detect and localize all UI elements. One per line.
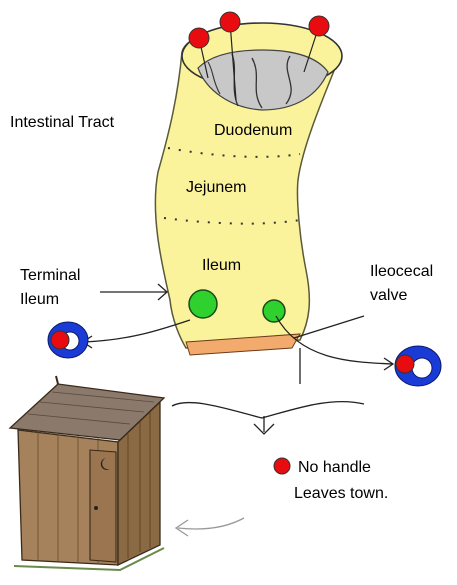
red-dot-icon <box>189 28 209 48</box>
label-ileum: Ileum <box>202 257 241 274</box>
label-ileocecal-line2: valve <box>370 287 407 304</box>
green-dot-icon <box>189 290 217 318</box>
green-dot-icon <box>263 300 285 322</box>
note-line1: No handle <box>298 459 371 476</box>
label-intestinal-tract: Intestinal Tract <box>10 114 115 131</box>
label-ileocecal-line1: Ileocecal <box>370 263 433 280</box>
outhouse-icon <box>10 376 164 570</box>
label-terminal-ileum-line1: Terminal <box>20 267 80 284</box>
label-jejunum: Jejunem <box>186 179 246 196</box>
outhouse-arrow <box>178 518 244 529</box>
red-dot-icon <box>309 16 329 36</box>
note-line2: Leaves town. <box>294 485 388 502</box>
label-terminal-ileum-line2: Ileum <box>20 291 59 308</box>
blue-ring-icon <box>48 322 88 358</box>
label-duodenum: Duodenum <box>214 122 292 139</box>
red-dot-icon <box>274 458 290 474</box>
red-dot-icon <box>220 12 240 32</box>
intestine <box>155 23 342 355</box>
blue-ring-icon <box>395 346 441 386</box>
brace <box>172 402 364 418</box>
